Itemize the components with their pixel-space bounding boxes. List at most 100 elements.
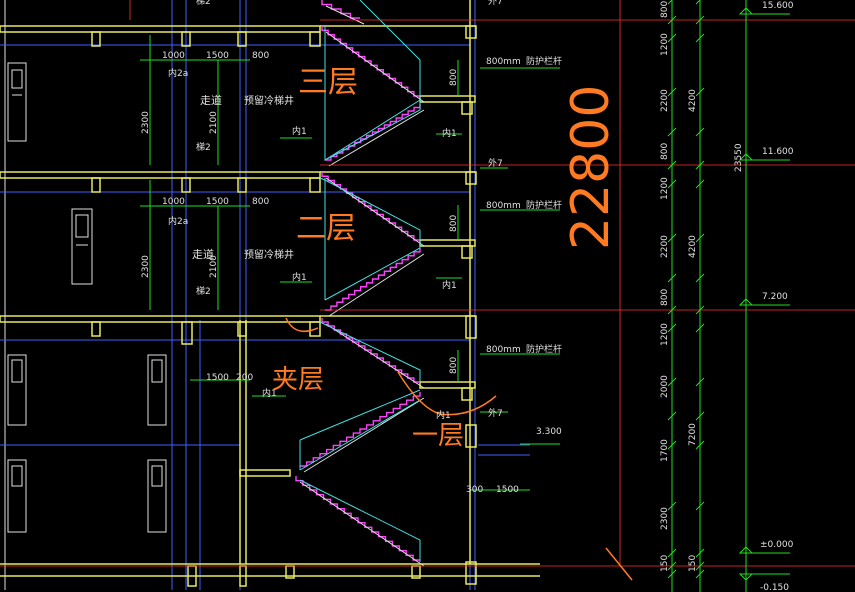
nei2a-f2: 内2a — [168, 215, 188, 227]
dim-tick — [695, 87, 705, 97]
dim-tick — [667, 273, 677, 283]
dim-tick — [695, 411, 705, 421]
floor-label-first: 一层 — [412, 421, 464, 451]
flight-3-up-soffit — [328, 109, 425, 167]
elev-11600: 11.600 — [762, 147, 794, 157]
dim-tick — [695, 273, 705, 283]
gdim-23550: 23550 — [734, 143, 744, 172]
dim-tick — [695, 548, 705, 558]
flight-3-up — [325, 104, 421, 161]
flight-2-up-soffit — [328, 253, 425, 317]
floor-slabs — [0, 0, 540, 587]
stairwell-f2: 预留冷梯井 — [244, 248, 294, 261]
dim-tick — [695, 377, 705, 387]
elev-3300: 3.300 — [536, 427, 562, 437]
elev-0150: -0.150 — [760, 583, 789, 592]
dim-800v-mz: 800 — [449, 357, 459, 374]
dim-tick — [695, 501, 705, 511]
dim-tick — [667, 179, 677, 189]
dimension-lines — [140, 0, 790, 592]
wai7-f3: 外7 — [488, 0, 503, 7]
dim-tick — [667, 87, 677, 97]
rdim-1200-2: 1200 — [660, 177, 670, 200]
dim-300: 300 — [466, 485, 483, 495]
walkway-f3: 走道 — [200, 93, 222, 107]
dim-tick — [667, 411, 677, 421]
rdim-1200-1: 1200 — [660, 33, 670, 56]
dim-200-mz: 200 — [236, 373, 253, 383]
dim-tick — [695, 305, 705, 315]
flight-mz-up — [300, 392, 421, 467]
nei1-mz: 内1 — [262, 387, 277, 399]
rdim-800-1: 800 — [660, 1, 670, 18]
flight-mz-up-soffit — [303, 397, 425, 473]
rdim-2300: 2300 — [660, 507, 670, 530]
dim-tick — [667, 233, 677, 243]
nei1-f3: 内1 — [292, 125, 307, 137]
dim-tick — [667, 569, 677, 579]
dim-tick — [695, 561, 705, 571]
rdim-2200-2: 2200 — [660, 235, 670, 258]
dim-2300-f2: 2300 — [141, 255, 151, 278]
rdim-150-2: 150 — [688, 555, 698, 572]
rail-800mm-mz: 800mm — [486, 345, 521, 355]
gdim-4200-2: 4200 — [688, 235, 698, 258]
flight-3-down-soffit — [325, 31, 425, 103]
dim-1500-f2: 1500 — [206, 197, 229, 207]
dim-tick — [667, 323, 677, 333]
dim-tick — [695, 127, 705, 137]
red-level-lines — [0, 0, 855, 567]
floor-label-second: 二层 — [296, 211, 356, 246]
dim-1500-f3: 1500 — [206, 51, 229, 61]
dim-tick — [667, 160, 677, 170]
wai7-f2: 外7 — [488, 157, 503, 169]
dim-800-f2: 800 — [252, 197, 269, 207]
dim-tick — [667, 305, 677, 315]
flight-top — [321, 0, 360, 19]
ti2-f3: 梯2 — [196, 141, 211, 153]
nei2a-f3: 内2a — [168, 67, 188, 79]
dim-tick — [695, 15, 705, 25]
rail-800mm-f2: 800mm — [486, 201, 521, 211]
flight-1-down-soffit — [299, 481, 425, 567]
dim-2300-f3: 2300 — [141, 111, 151, 134]
dim-tick — [667, 127, 677, 137]
elev-7200: 7.200 — [762, 292, 788, 302]
gdim-7200: 7200 — [688, 423, 698, 446]
ti2-f2: 梯2 — [196, 285, 211, 297]
dim-tick — [667, 0, 673, 5]
dim-1000-f3: 1000 — [162, 51, 185, 61]
wai7-mz: 外7 — [488, 407, 503, 419]
dim-tick — [695, 233, 705, 243]
dim-tick — [667, 377, 677, 387]
nei1-r-mz: 内1 — [436, 409, 451, 421]
flight-2-up — [325, 248, 421, 311]
flight-1-down — [295, 476, 420, 561]
floor-label-mezzanine: 夹层 — [272, 365, 324, 395]
rdim-150-1: 150 — [660, 555, 670, 572]
dim-800-f3: 800 — [252, 51, 269, 61]
rail-800mm-f3: 800mm — [486, 57, 521, 67]
nei1-r-f2: 内1 — [442, 279, 457, 291]
dim-1000-f2: 1000 — [162, 197, 185, 207]
walkway-f2: 走道 — [192, 247, 214, 261]
dim-tick — [695, 179, 705, 189]
hand-annotations — [285, 317, 633, 581]
guard-rail-f3: 防护栏杆 — [526, 55, 562, 67]
rdim-2000: 2000 — [660, 375, 670, 398]
dim-tick — [667, 548, 677, 558]
dim-tick — [667, 440, 677, 450]
flight-mz-down — [321, 318, 420, 383]
rdim-800-3: 800 — [660, 289, 670, 306]
dim-tick — [667, 501, 677, 511]
window-icons — [7, 62, 167, 533]
guard-rail-f2: 防护栏杆 — [526, 199, 562, 211]
dim-1500b: 1500 — [496, 485, 519, 495]
dim-tick — [695, 0, 701, 5]
dim-tick — [695, 323, 705, 333]
nei1-r-f3: 内1 — [442, 127, 457, 139]
dim-tick — [667, 561, 677, 571]
dim-tick — [695, 33, 705, 43]
